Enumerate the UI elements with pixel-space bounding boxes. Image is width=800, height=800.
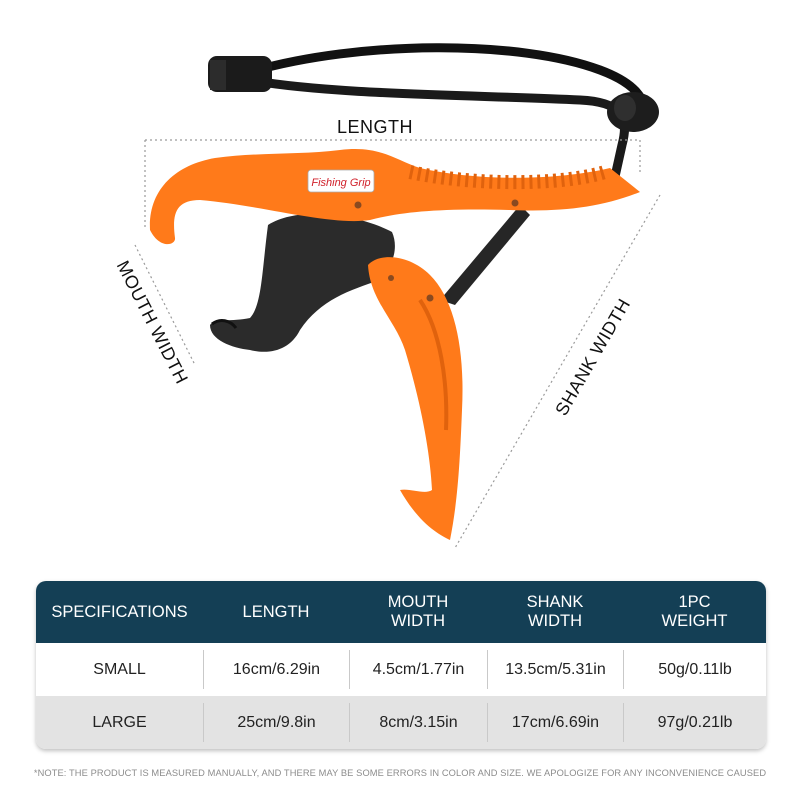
dimension-guides (134, 139, 661, 549)
header-mouth-width: MOUTH WIDTH (387, 593, 449, 630)
black-jaw (210, 205, 530, 352)
shank-width-dimension-label: SHANK WIDTH (551, 295, 634, 419)
length-dimension-label: LENGTH (337, 117, 413, 137)
header-length: LENGTH (242, 602, 310, 621)
header-shank-width: SHANK WIDTH (526, 593, 584, 630)
header-specifications: SPECIFICATIONS (51, 602, 188, 621)
orange-trigger-handle (368, 257, 463, 540)
row-mouth-width-value: 4.5cm/1.77in (349, 650, 487, 689)
fishing-grip-illustration: Fishing Grip LENGTH MOUTH WIDTH SHANK WI… (113, 43, 661, 549)
row-length-value: 16cm/6.29in (203, 650, 349, 689)
brand-logo-text: Fishing Grip (311, 177, 370, 189)
row-length-value: 25cm/9.8in (203, 703, 349, 742)
row-shank-width-value: 13.5cm/5.31in (487, 650, 623, 689)
table-row: LARGE 25cm/9.8in 8cm/3.15in 17cm/6.69in … (36, 696, 766, 749)
row-weight-value: 97g/0.21lb (623, 703, 766, 742)
row-weight-value: 50g/0.11lb (623, 650, 766, 689)
row-size-label: LARGE (92, 714, 147, 731)
row-mouth-width-value: 8cm/3.15in (349, 703, 487, 742)
lanyard-strap (208, 43, 659, 195)
specifications-table: SPECIFICATIONS LENGTH MOUTH WIDTH SHANK … (36, 581, 766, 749)
measurement-disclaimer-note: *NOTE: THE PRODUCT IS MEASURED MANUALLY,… (33, 768, 767, 778)
header-weight: 1PC WEIGHT (661, 593, 728, 630)
orange-upper-arm: Fishing Grip (149, 149, 641, 245)
row-size-label: SMALL (93, 661, 146, 678)
row-shank-width-value: 17cm/6.69in (487, 703, 623, 742)
brand-logo-plate (307, 169, 375, 193)
table-row: SMALL 16cm/6.29in 4.5cm/1.77in 13.5cm/5.… (36, 643, 766, 696)
mouth-width-dimension-label: MOUTH WIDTH (113, 257, 192, 387)
table-header-row: SPECIFICATIONS LENGTH MOUTH WIDTH SHANK … (36, 581, 766, 643)
